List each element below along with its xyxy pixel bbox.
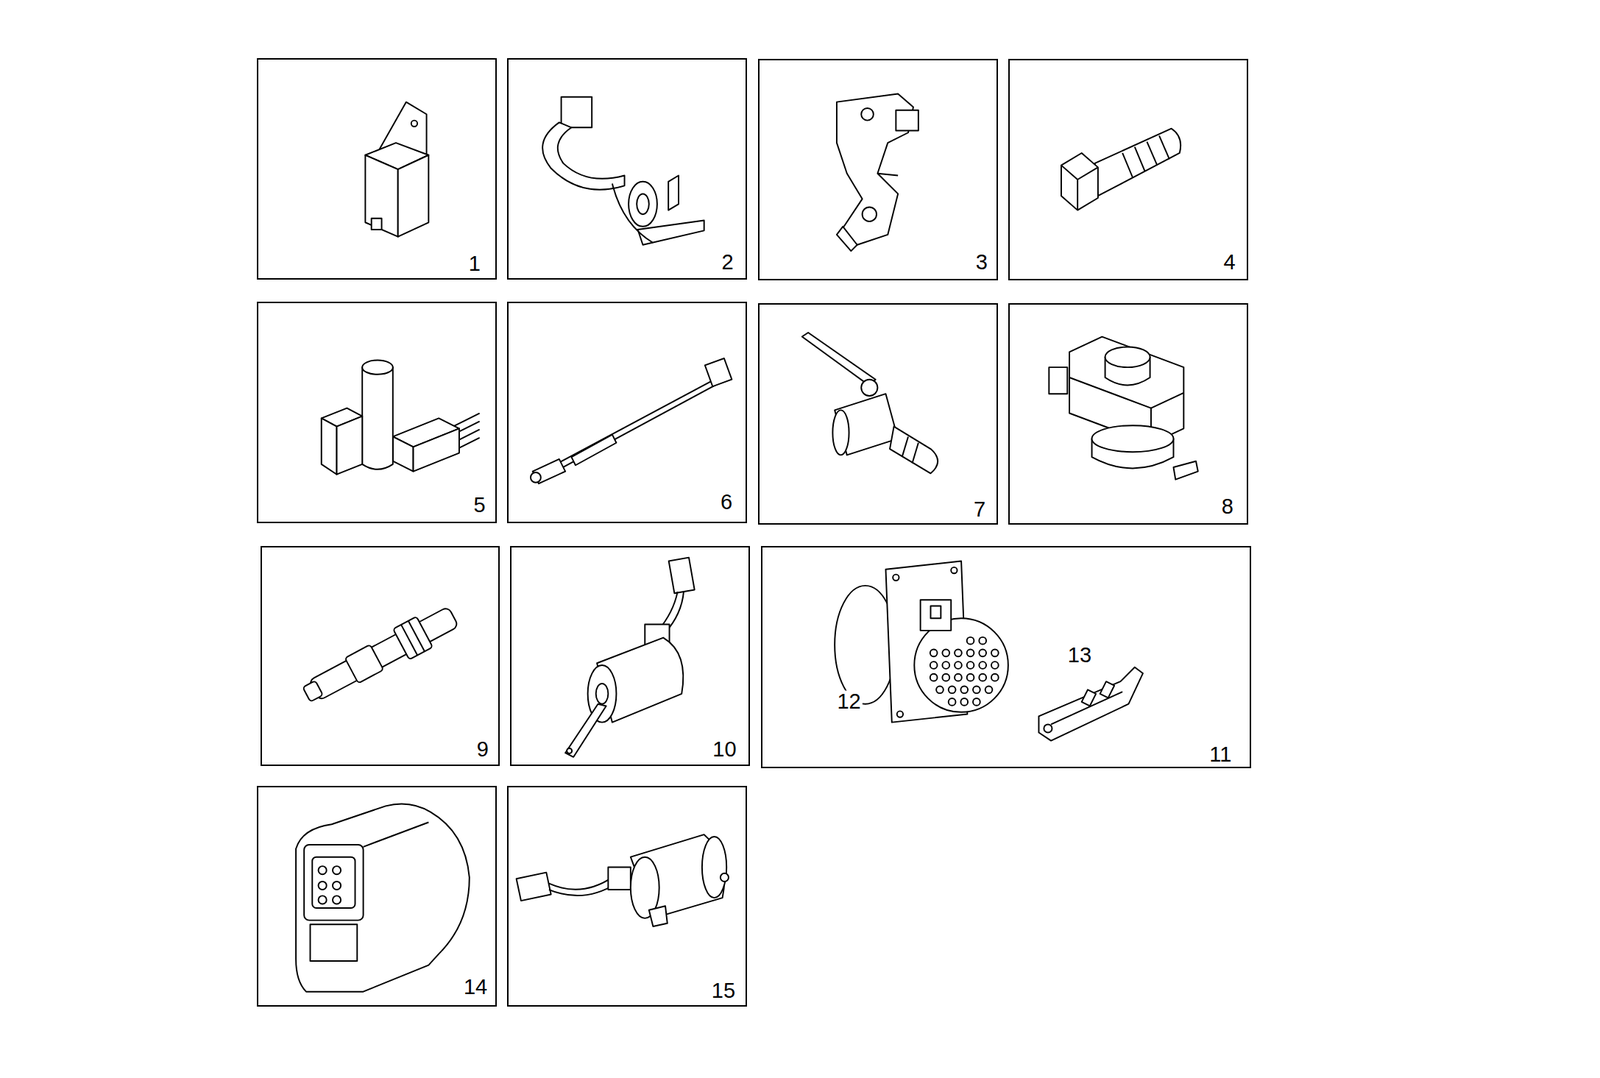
round-connector-drawing [834,561,1009,723]
motor-drawing [516,834,729,927]
terminal-drawing [1038,667,1143,742]
part-frame: 2 [507,58,748,280]
clip-drawing [542,97,705,246]
part-frame: 5 [256,301,497,524]
part-frame: 13 12 11 [760,546,1252,769]
part-frame: 4 [1008,58,1249,281]
part-frame: 7 [758,303,998,525]
level-sensor-drawing [1048,337,1198,480]
part-frame: 8 [1008,303,1249,525]
part-frame: 3 [758,58,998,281]
callout-number: 7 [972,498,987,520]
callout-number: 8 [1220,495,1235,517]
callout-number: 10 [710,738,738,760]
callout-number: 9 [475,738,491,760]
ball-valve-drawing [802,332,938,474]
callout-number: 2 [719,251,735,274]
part-frame: 15 [507,786,748,1008]
part-frame: 6 [507,301,748,524]
actuator-drawing [565,557,695,758]
relay-drawing [365,102,429,237]
part-frame: 9 [260,546,501,767]
bracket-drawing [836,94,919,252]
callout-number: 3 [974,251,990,274]
callout-number: 15 [710,980,737,1002]
part-frame: 14 [256,786,497,1008]
connector-set-drawing [321,359,480,474]
callout-number: 14 [462,975,489,998]
part-frame: 10 [510,546,750,767]
callout-number: 4 [1222,251,1238,274]
part-frame: 1 [256,58,497,280]
callout-number: 11 [1207,743,1233,765]
connector-housing-drawing [295,804,470,993]
sensor-cable-drawing [530,358,732,484]
callout-number: 13 [1066,644,1093,667]
bolt-drawing [1061,128,1181,211]
callout-number: 5 [472,494,488,516]
callout-number: 1 [467,252,483,274]
pressure-sensor-drawing [298,601,462,711]
callout-number: 6 [719,491,734,513]
callout-number: 12 [835,690,862,712]
